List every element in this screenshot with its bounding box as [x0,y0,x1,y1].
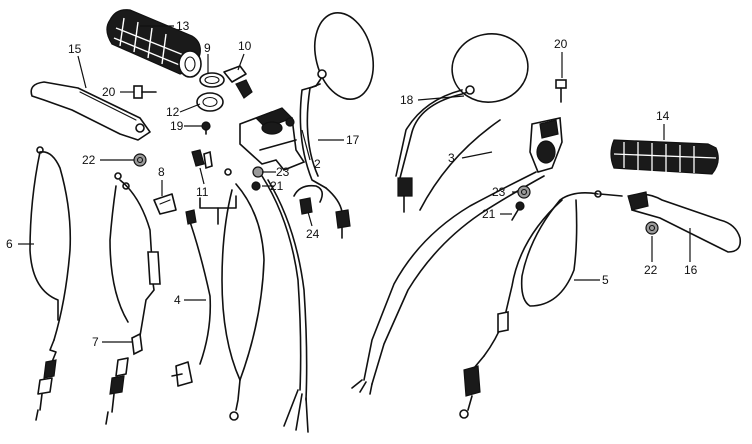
callout-22-left: 22 [82,153,96,167]
throttle-cable-7 [105,172,161,425]
callout-13: 13 [176,19,190,33]
callout-19: 19 [170,119,184,133]
clutch-lever-15 [30,81,151,141]
wire-clamp-24 [293,184,324,215]
callout-9: 9 [204,41,211,55]
clutch-cable-6 [29,146,72,421]
throttle-housing-12 [196,92,224,112]
washer-23-right [517,185,531,199]
callout-16: 16 [684,263,698,277]
throttle-grip-13 [106,9,202,78]
right-grip-14 [610,139,719,175]
callout-12: 12 [166,105,180,119]
cable-holder-10 [223,65,253,99]
throttle-pipe-9 [199,72,225,88]
callout-22-right: 22 [644,263,658,277]
screw-21-middle [251,181,261,191]
leader-lines [18,25,691,343]
bolt-20-left [133,85,157,99]
callout-10: 10 [238,39,252,53]
callout-17: 17 [346,133,360,147]
callout-4: 4 [174,293,181,307]
callout-21-middle: 21 [270,179,284,193]
callout-7: 7 [92,335,99,349]
callout-11: 11 [196,185,209,199]
callout-6: 6 [6,237,13,251]
callout-15: 15 [68,42,82,56]
switch-housing-2 [239,107,306,171]
mirror-17-left [299,11,374,239]
mirror-18-right [395,33,529,213]
clip-8 [153,193,177,215]
callout-labels: 13 9 10 15 20 12 19 22 8 11 6 7 4 2 23 2… [6,19,698,349]
callout-8: 8 [158,165,165,179]
callout-2: 2 [314,157,321,171]
brake-lever-16 [627,191,742,253]
callout-3: 3 [448,151,455,165]
callout-14: 14 [656,109,670,123]
nut-22-right [645,221,659,235]
cable-connector-11 [191,149,237,225]
callout-24: 24 [306,227,320,241]
choke-cable-4 [171,209,212,387]
callout-23-middle: 23 [276,165,290,179]
bolt-20-right [555,79,567,103]
screw-21-right [511,201,525,221]
callout-21-right: 21 [482,207,496,221]
callout-23-right: 23 [492,185,506,199]
callout-18: 18 [400,93,414,107]
nut-22-left [133,153,147,167]
brake-hose-3 [351,117,563,395]
screw-19 [201,121,211,135]
callout-20-left: 20 [102,85,116,99]
callout-20-right: 20 [554,37,568,51]
switch-cable-loop [221,183,265,421]
switch-wire-harness [261,175,309,433]
cable-5 [459,190,623,419]
callout-5: 5 [602,273,609,287]
